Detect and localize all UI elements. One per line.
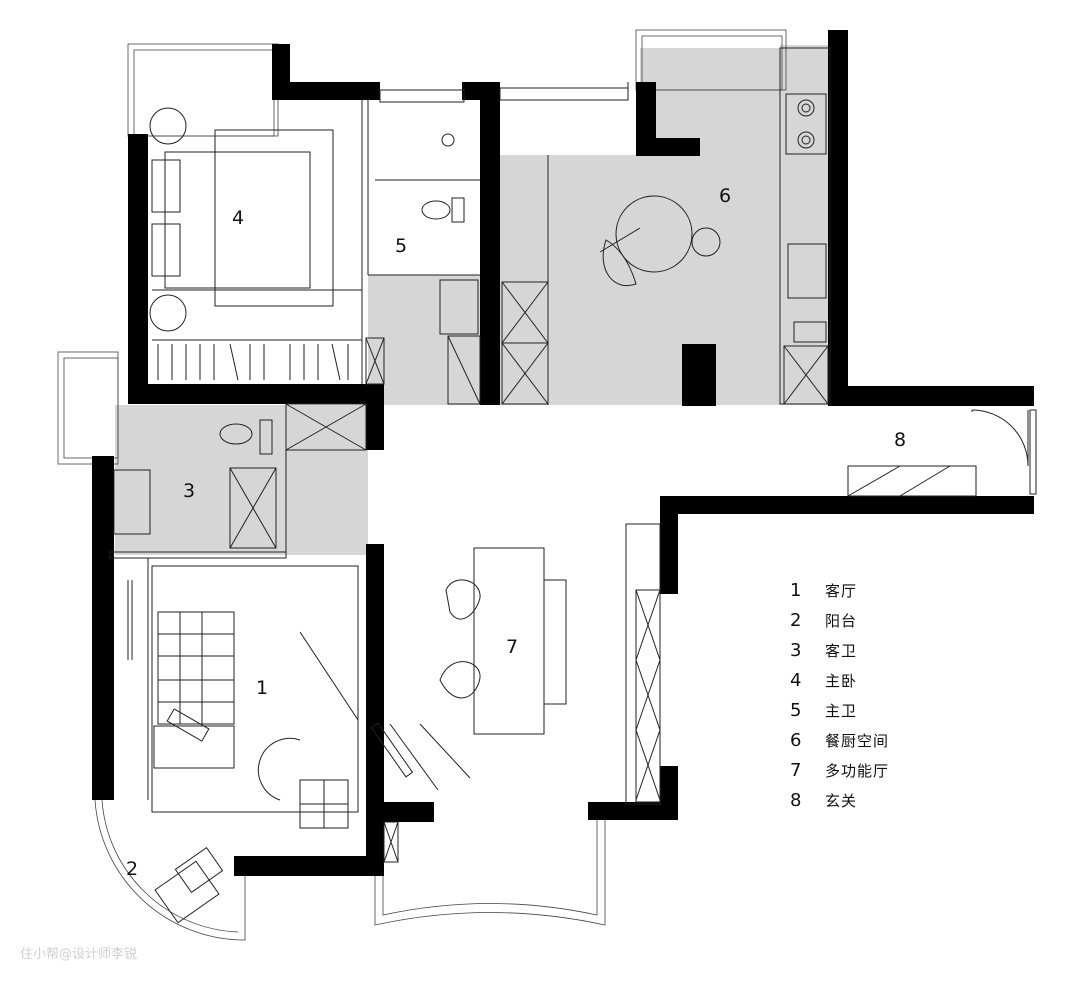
legend-item: 8 玄关 — [790, 790, 857, 811]
svg-text:2: 2 — [790, 610, 801, 631]
legend-item: 1 客厅 — [790, 580, 857, 601]
bed — [149, 107, 362, 381]
svg-text:6: 6 — [790, 730, 801, 751]
balcony-chair — [154, 846, 224, 924]
room-label-6: 6 — [719, 185, 731, 207]
front-balcony — [374, 820, 606, 926]
bedroom-balcony-inner — [133, 49, 275, 137]
legend-item: 5 主卫 — [790, 700, 857, 721]
front-balcony-inner — [382, 820, 598, 916]
svg-text:5: 5 — [790, 700, 801, 721]
stove — [785, 93, 827, 155]
legend: 1 客厅 2 阳台 3 客卫 4 主卧 5 主卫 6 餐厨空间 7 多功能厅 8 — [790, 580, 889, 811]
legend-item: 6 餐厨空间 — [790, 730, 889, 751]
bath-fixtures — [113, 133, 827, 535]
room-label-5: 5 — [395, 235, 407, 257]
svg-text:主卫: 主卫 — [825, 702, 857, 720]
small-balcony-left-inner — [63, 357, 119, 459]
living-furniture — [127, 565, 439, 829]
walls — [92, 30, 1034, 876]
doors — [971, 409, 1029, 467]
room-label-1: 1 — [256, 677, 268, 699]
grey-zones — [115, 45, 830, 555]
svg-text:7: 7 — [790, 760, 801, 781]
balconies — [57, 29, 787, 941]
room-label-8: 8 — [894, 429, 906, 451]
kitchen-balcony-inner — [641, 35, 783, 91]
svg-text:主卧: 主卧 — [825, 672, 857, 690]
dining-kitchen-floor — [500, 45, 830, 405]
room-label-7: 7 — [506, 636, 518, 658]
cabinets — [229, 281, 977, 863]
legend-item: 2 阳台 — [790, 610, 857, 631]
round-balcony-inner — [101, 799, 239, 933]
round-balcony — [94, 799, 246, 941]
watermark: 住小帮@设计师李锐 — [20, 947, 137, 962]
room-labels: 1 2 3 4 5 6 7 8 — [126, 185, 906, 880]
svg-text:客厅: 客厅 — [825, 582, 857, 600]
wardrobe-hangers — [152, 339, 362, 381]
master-bath-floor — [368, 275, 480, 405]
guest-bath-floor — [115, 405, 368, 555]
legend-item: 7 多功能厅 — [790, 760, 889, 781]
svg-text:3: 3 — [790, 640, 801, 661]
svg-text:餐厨空间: 餐厨空间 — [825, 732, 889, 750]
svg-text:4: 4 — [790, 670, 801, 691]
svg-text:阳台: 阳台 — [825, 612, 857, 630]
small-balcony-left — [57, 351, 119, 465]
legend-item: 4 主卧 — [790, 670, 857, 691]
svg-text:多功能厅: 多功能厅 — [825, 762, 889, 780]
svg-text:玄关: 玄关 — [825, 792, 857, 810]
desk-set — [419, 547, 567, 779]
dining-set — [599, 195, 721, 287]
room-label-4: 4 — [232, 207, 244, 229]
svg-text:1: 1 — [790, 580, 801, 601]
svg-text:8: 8 — [790, 790, 801, 811]
svg-text:客卫: 客卫 — [825, 642, 857, 660]
legend-item: 3 客卫 — [790, 640, 857, 661]
room-label-3: 3 — [183, 480, 195, 502]
room-label-2: 2 — [126, 858, 138, 880]
